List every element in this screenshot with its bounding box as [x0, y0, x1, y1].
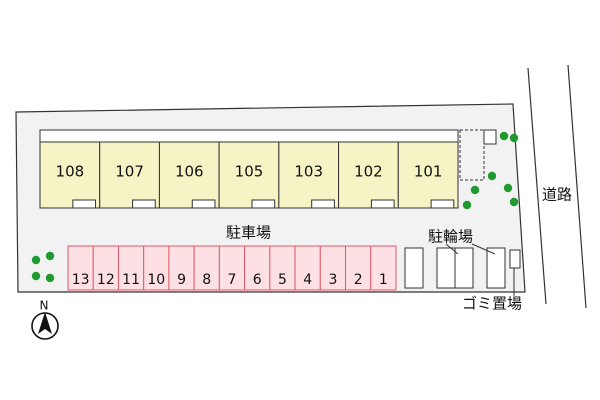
bicycle-parking	[404, 243, 506, 289]
parking-space-12: 12	[92, 245, 119, 291]
space-label: 6	[253, 272, 262, 288]
tree	[45, 251, 55, 261]
unit-105: 105	[218, 141, 280, 209]
parking-space-7: 7	[218, 245, 246, 291]
parking-space-8: 8	[193, 245, 220, 291]
north-arrow: N	[31, 299, 59, 340]
bicycle-parking-label: 駐輪場	[428, 228, 473, 246]
storage-outline	[459, 129, 485, 181]
space-label: 5	[278, 272, 287, 288]
building-corridor	[39, 129, 459, 143]
unit-106: 106	[158, 141, 220, 209]
tree	[509, 133, 519, 143]
parking-label: 駐車場	[226, 224, 271, 242]
parking-space-11: 11	[117, 245, 145, 291]
space-label: 12	[97, 272, 115, 288]
north-label: N	[40, 299, 49, 313]
unit-label: 106	[175, 163, 204, 181]
unit-103: 103	[278, 141, 340, 209]
unit-label: 108	[56, 163, 85, 181]
unit-108: 108	[39, 141, 101, 209]
unit-101: 101	[397, 141, 459, 209]
parking-space-13: 13	[67, 245, 94, 291]
space-label: 11	[122, 272, 140, 288]
road	[527, 64, 587, 309]
road-label: 道路	[542, 186, 572, 204]
space-label: 1	[379, 272, 388, 288]
parking-space-3: 3	[319, 245, 347, 291]
parking-space-9: 9	[168, 245, 195, 291]
tree	[470, 185, 480, 195]
space-label: 7	[228, 272, 237, 288]
space-label: 13	[72, 272, 90, 288]
unit-102: 102	[338, 141, 399, 209]
tree	[503, 183, 513, 193]
trees	[31, 131, 519, 283]
meter-box	[483, 129, 497, 145]
parking-space-2: 2	[345, 245, 372, 291]
unit-label: 101	[414, 163, 443, 181]
tree	[487, 171, 497, 181]
tree	[45, 273, 55, 283]
unit-107: 107	[99, 141, 160, 209]
garbage-area-label: ゴミ置場	[462, 295, 522, 313]
unit-label: 103	[294, 163, 323, 181]
space-label: 4	[303, 272, 312, 288]
space-label: 8	[202, 272, 211, 288]
space-label: 9	[177, 272, 186, 288]
unit-label: 105	[235, 163, 264, 181]
parking-space-5: 5	[269, 245, 296, 291]
unit-label: 102	[354, 163, 383, 181]
parking-space-4: 4	[294, 245, 321, 291]
tree	[462, 200, 472, 210]
tree	[499, 131, 509, 141]
tree	[31, 255, 41, 265]
space-label: 2	[354, 272, 363, 288]
parking-space-1: 1	[370, 245, 397, 291]
parking-space-10: 10	[143, 245, 170, 291]
unit-label: 107	[115, 163, 144, 181]
tree	[509, 197, 519, 207]
tree	[31, 271, 41, 281]
parking-space-6: 6	[244, 245, 271, 291]
space-label: 10	[147, 272, 165, 288]
space-label: 3	[328, 272, 337, 288]
garbage-area	[509, 249, 521, 269]
